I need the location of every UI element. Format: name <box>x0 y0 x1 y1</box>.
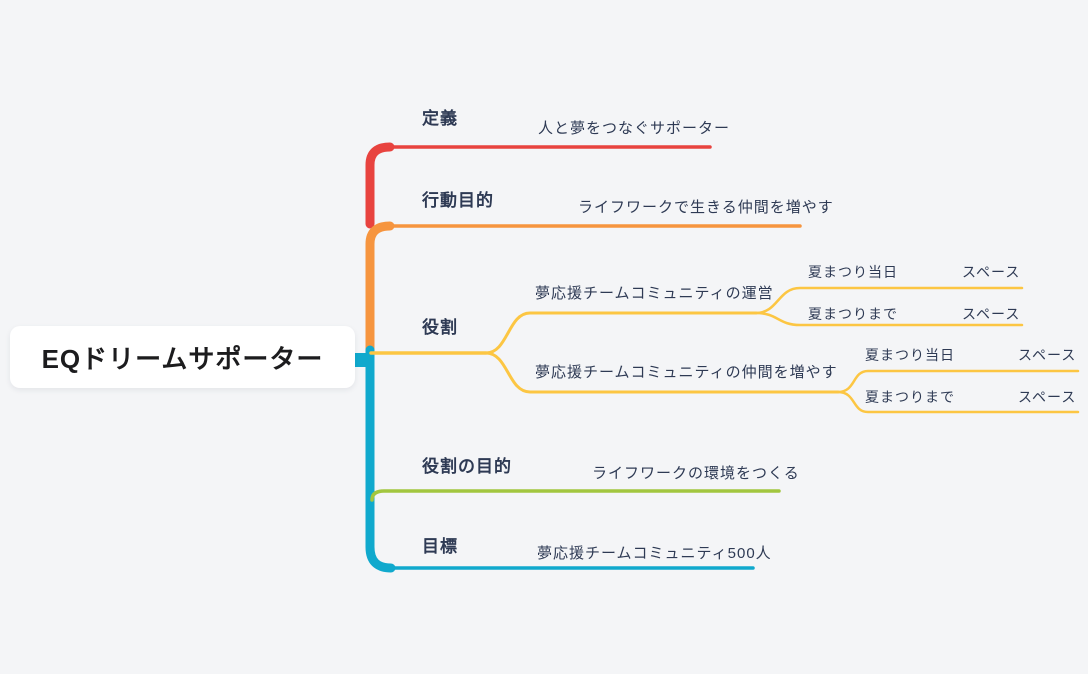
node-nakama-made[interactable]: 夏まつりまで <box>865 389 955 405</box>
trunk-segment-orange <box>365 221 395 357</box>
central-connector-stub <box>350 353 373 367</box>
central-topic-node[interactable]: EQドリームサポーター <box>10 326 355 388</box>
trunk-segment-red <box>365 142 395 229</box>
node-mokuhyou[interactable]: 目標 <box>422 537 458 556</box>
leaf-line-nakama-made <box>836 390 1080 414</box>
node-unei-made-space[interactable]: スペース <box>962 306 1021 322</box>
branch-line-nakama <box>484 351 840 394</box>
central-topic-label: EQドリームサポーター <box>41 343 324 374</box>
node-teigi[interactable]: 定義 <box>422 109 458 128</box>
trunk-segment-cyan <box>365 345 396 573</box>
leaf-line-unei-made <box>754 311 1024 327</box>
node-koudou-mokuteki[interactable]: 行動目的 <box>422 191 494 210</box>
node-unei[interactable]: 夢応援チームコミュニティの運営 <box>535 285 774 302</box>
node-unei-made[interactable]: 夏まつりまで <box>808 306 898 322</box>
node-koudou-child[interactable]: ライフワークで生きる仲間を増やす <box>578 199 834 216</box>
node-unei-touzitsu[interactable]: 夏まつり当日 <box>808 264 898 280</box>
node-yakuwari[interactable]: 役割 <box>422 318 458 337</box>
node-nakama-touzitsu[interactable]: 夏まつり当日 <box>865 347 955 363</box>
branch-line-yakuwari-mokuteki <box>370 489 781 502</box>
node-500nin[interactable]: 夢応援チームコミュニティ500人 <box>537 545 772 562</box>
leaf-line-nakama-touzitsu <box>836 369 1080 394</box>
node-unei-touzitsu-space[interactable]: スペース <box>962 264 1021 280</box>
leaf-line-unei-touzitsu <box>754 286 1024 315</box>
node-yakuwari-mokuteki[interactable]: 役割の目的 <box>422 457 512 476</box>
branch-line-unei <box>484 311 758 355</box>
node-teigi-child[interactable]: 人と夢をつなぐサポーター <box>538 120 731 137</box>
node-nakama-touzitsu-space[interactable]: スペース <box>1018 347 1077 363</box>
node-nakama-made-space[interactable]: スペース <box>1018 389 1077 405</box>
node-kankyou[interactable]: ライフワークの環境をつくる <box>592 465 800 482</box>
node-nakama[interactable]: 夢応援チームコミュニティの仲間を増やす <box>535 364 838 381</box>
